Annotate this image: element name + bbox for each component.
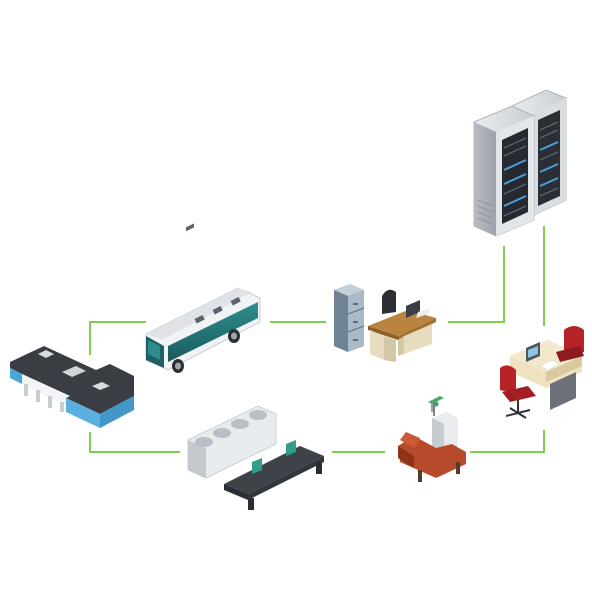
meeting-desk-icon	[187, 405, 324, 510]
workstation-icon	[500, 326, 584, 419]
server-rack-icon	[473, 89, 567, 237]
building-icon	[10, 346, 134, 428]
dental-chair-icon	[398, 396, 466, 482]
connector-office-server	[448, 246, 505, 323]
connector-lines	[89, 226, 545, 453]
connector-meeting-building	[89, 432, 180, 453]
connector-building-bus	[89, 321, 146, 355]
office-desk-icon	[334, 284, 436, 362]
connector-workstation-chair	[470, 430, 545, 453]
lab-equipment-icon	[431, 401, 439, 412]
bus-icon	[145, 223, 261, 373]
